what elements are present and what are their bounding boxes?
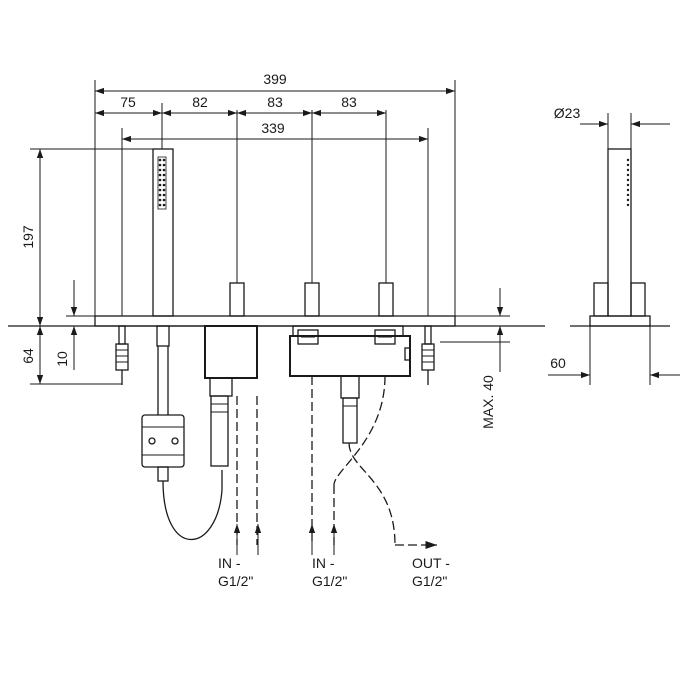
side-holder-right: [630, 282, 646, 317]
dim-seg-75: 75: [120, 94, 136, 110]
side-top-plate: [589, 315, 651, 327]
in-2-thread: G1/2": [312, 573, 347, 589]
dim-side-depth: 60: [550, 355, 566, 371]
hand-shower-nozzles: [157, 156, 167, 210]
dim-overall-width: 399: [263, 71, 287, 87]
hose-guide: [156, 325, 170, 415]
lever-handle-3: [378, 282, 394, 317]
out-label: OUT -: [412, 555, 450, 571]
dim-seg-83a: 83: [267, 94, 283, 110]
left-threaded-rod: [115, 325, 129, 385]
lever-handle-1: [229, 282, 245, 317]
mixer-body-right: [289, 325, 411, 444]
out-thread: G1/2": [412, 573, 447, 589]
in-1-label: IN -: [218, 555, 241, 571]
crossing-hose-1: [348, 442, 396, 546]
top-plate: [94, 315, 456, 327]
right-threaded-rod: [421, 325, 435, 385]
dim-seg-83b: 83: [341, 94, 357, 110]
side-hand-shower: [607, 148, 632, 317]
in-2-label: IN -: [312, 555, 335, 571]
side-nozzles: [626, 158, 630, 207]
dim-seg-82: 82: [192, 94, 208, 110]
dim-inner-width: 339: [261, 120, 285, 136]
dim-height-below: 64: [20, 348, 36, 364]
shower-hose: [162, 470, 223, 541]
mixer-body-left: [204, 325, 258, 467]
dim-hand-diameter: Ø23: [554, 105, 581, 121]
dim-depth-small: 10: [54, 351, 70, 367]
dim-height-above: 197: [20, 225, 36, 249]
in-1-thread: G1/2": [218, 573, 253, 589]
crossing-hose-2: [333, 375, 386, 486]
dim-max-deck: MAX. 40: [480, 375, 496, 429]
lever-handle-2: [304, 282, 320, 317]
side-holder-left: [593, 282, 609, 317]
hose-counterweight: [141, 414, 185, 482]
hand-shower: [152, 148, 174, 317]
